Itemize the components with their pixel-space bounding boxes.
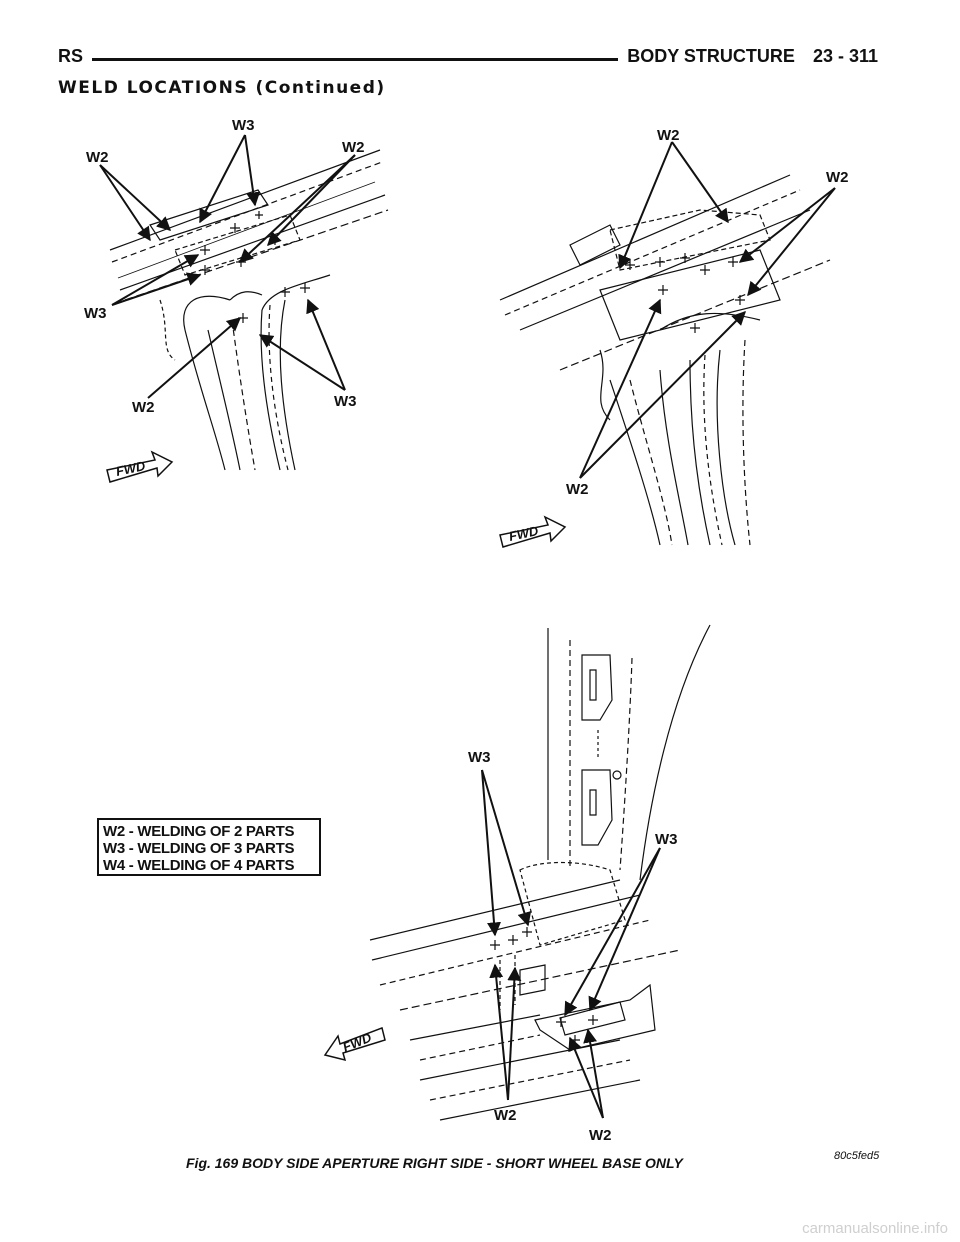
callout-w2: W2 <box>342 139 365 156</box>
callout-w3: W3 <box>232 117 255 134</box>
fwd-arrow-label: FWD <box>508 523 541 544</box>
weld-legend-box: W2 - WELDING OF 2 PARTS W3 - WELDING OF … <box>97 818 321 876</box>
watermark-footer: carmanualsonline.info <box>802 1220 948 1237</box>
callout-w2: W2 <box>589 1127 612 1144</box>
callout-w3: W3 <box>468 749 491 766</box>
callout-w2: W2 <box>657 127 680 144</box>
panel-lower <box>323 624 711 1121</box>
legend-entry-w2: W2 - WELDING OF 2 PARTS <box>103 823 295 840</box>
panel-upper-left <box>99 134 389 483</box>
callout-w2: W2 <box>132 399 155 416</box>
header-section-page: BODY STRUCTURE 23 - 311 <box>627 46 878 67</box>
callout-w3: W3 <box>334 393 357 410</box>
callout-w3: W3 <box>655 831 678 848</box>
section-subheading: WELD LOCATIONS (Continued) <box>58 78 386 98</box>
fwd-arrow-label: FWD <box>341 1030 375 1055</box>
fwd-arrow-label: FWD <box>115 458 148 479</box>
panel-upper-right <box>499 141 836 548</box>
callout-w2: W2 <box>826 169 849 186</box>
header-section-title: BODY STRUCTURE <box>627 46 795 66</box>
page-header: RS BODY STRUCTURE 23 - 311 <box>58 40 878 70</box>
legend-entry-w4: W4 - WELDING OF 4 PARTS <box>103 857 295 874</box>
header-manual-code: RS <box>58 46 84 66</box>
callout-w2: W2 <box>566 481 589 498</box>
header-page-number: 23 - 311 <box>812 46 878 66</box>
callout-w2: W2 <box>86 149 109 166</box>
callout-w2: W2 <box>494 1107 517 1124</box>
callout-w3: W3 <box>84 305 107 322</box>
figure-id: 80c5fed5 <box>834 1150 880 1162</box>
header-rule <box>92 58 618 61</box>
legend-entry-w3: W3 - WELDING OF 3 PARTS <box>103 840 295 857</box>
figure-caption: Fig. 169 BODY SIDE APERTURE RIGHT SIDE -… <box>186 1155 683 1171</box>
